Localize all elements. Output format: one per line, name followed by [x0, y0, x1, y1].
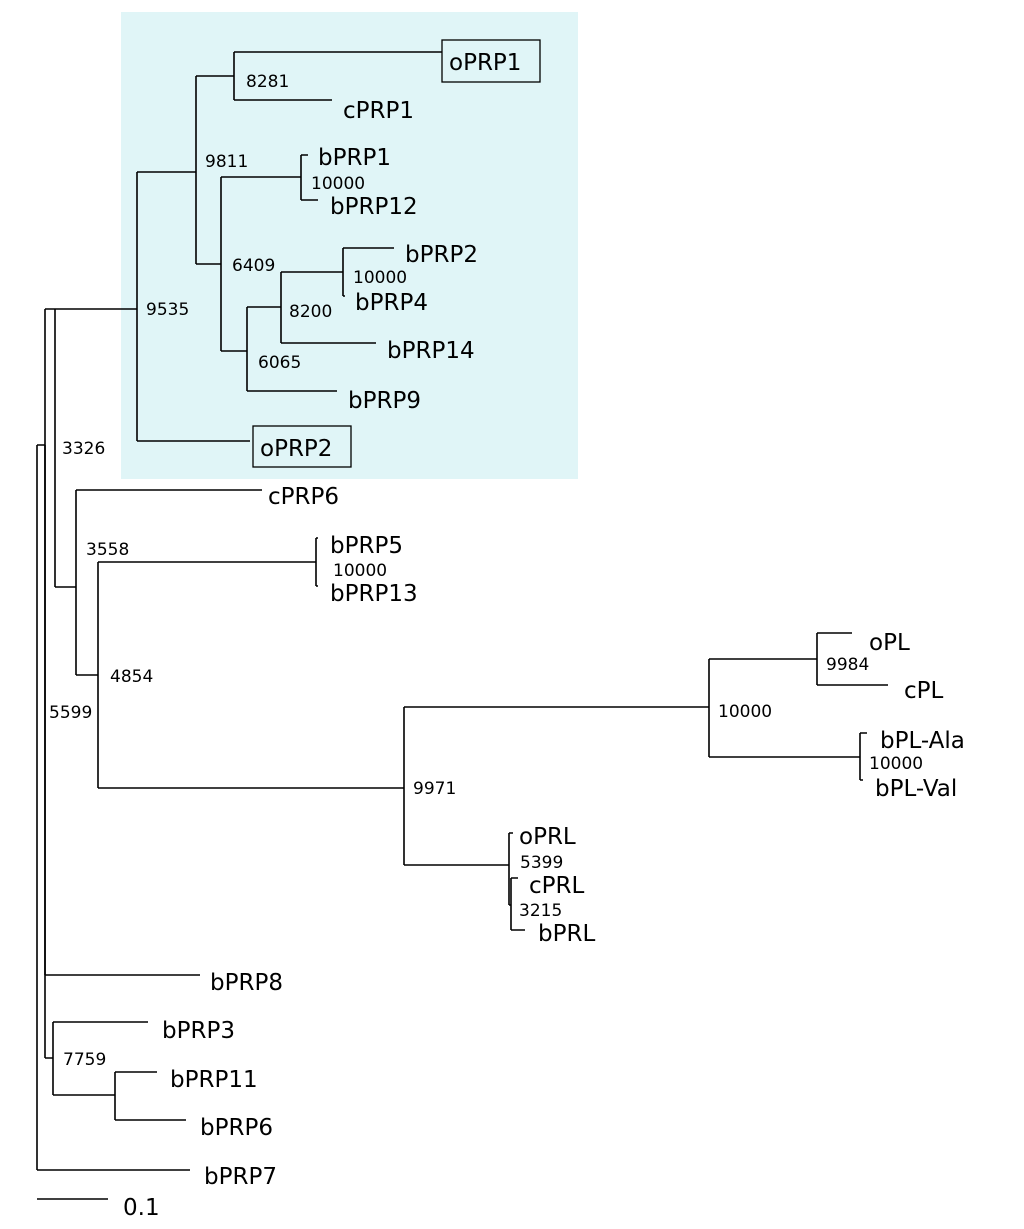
leaf-oPL: oPL [869, 630, 910, 656]
leaf-bPRP2: bPRP2 [405, 242, 478, 268]
bootstrap-values: 8281 9811 10000 6409 10000 8200 6065 953… [49, 72, 923, 1070]
bootstrap-value: 5399 [520, 853, 563, 873]
leaf-oPRP2: oPRP2 [260, 436, 332, 462]
leaf-bPRP14: bPRP14 [387, 338, 475, 364]
bootstrap-value: 10000 [333, 561, 387, 581]
leaf-bPRP5: bPRP5 [330, 533, 403, 559]
leaf-bPRP6: bPRP6 [200, 1115, 273, 1141]
bootstrap-value: 7759 [63, 1050, 106, 1070]
leaf-oPRP1: oPRP1 [449, 50, 521, 76]
oprp2-box [252, 425, 352, 468]
leaf-bPRP7: bPRP7 [204, 1164, 277, 1190]
scale-bar-label: 0.1 [123, 1195, 160, 1221]
bootstrap-value: 10000 [869, 754, 923, 774]
bootstrap-value: 9984 [826, 655, 869, 675]
bootstrap-value: 9811 [205, 152, 248, 172]
leaf-labels: oPRP1 cPRP1 bPRP1 bPRP12 bPRP2 bPRP4 bPR… [162, 50, 965, 1190]
bootstrap-value: 10000 [311, 174, 365, 194]
bootstrap-value: 5599 [49, 703, 92, 723]
bootstrap-value: 8200 [289, 302, 332, 322]
leaf-cPRP6: cPRP6 [268, 484, 339, 510]
bootstrap-value: 9971 [413, 779, 456, 799]
leaf-bPRP8: bPRP8 [210, 970, 283, 996]
bootstrap-value: 10000 [353, 268, 407, 288]
oprp1-box [441, 39, 541, 83]
leaf-bPRP3: bPRP3 [162, 1018, 235, 1044]
leaf-cPRL: cPRL [529, 873, 584, 899]
bootstrap-value: 10000 [718, 702, 772, 722]
tree-branches [36, 51, 888, 1200]
bootstrap-value: 9535 [146, 300, 189, 320]
leaf-oPRL: oPRL [519, 824, 576, 850]
leaf-cPL: cPL [904, 678, 944, 704]
bootstrap-value: 3558 [86, 540, 129, 560]
bootstrap-value: 3326 [62, 439, 105, 459]
leaf-bPRP9: bPRP9 [348, 388, 421, 414]
leaf-bPRP1: bPRP1 [318, 145, 391, 171]
leaf-bPRP12: bPRP12 [330, 194, 418, 220]
bootstrap-value: 8281 [246, 72, 289, 92]
leaf-cPRP1: cPRP1 [343, 98, 414, 124]
bootstrap-value: 6065 [258, 353, 301, 373]
bootstrap-value: 6409 [232, 256, 275, 276]
bootstrap-value: 4854 [110, 667, 153, 687]
highlighted-clade [121, 12, 578, 479]
leaf-bPRP11: bPRP11 [170, 1067, 258, 1093]
leaf-bPRP4: bPRP4 [355, 290, 428, 316]
leaf-bPRP13: bPRP13 [330, 581, 418, 607]
leaf-bPRL: bPRL [538, 921, 595, 947]
bootstrap-value: 3215 [519, 901, 562, 921]
leaf-bPL-Ala: bPL-Ala [880, 728, 965, 754]
leaf-bPL-Val: bPL-Val [875, 776, 957, 802]
